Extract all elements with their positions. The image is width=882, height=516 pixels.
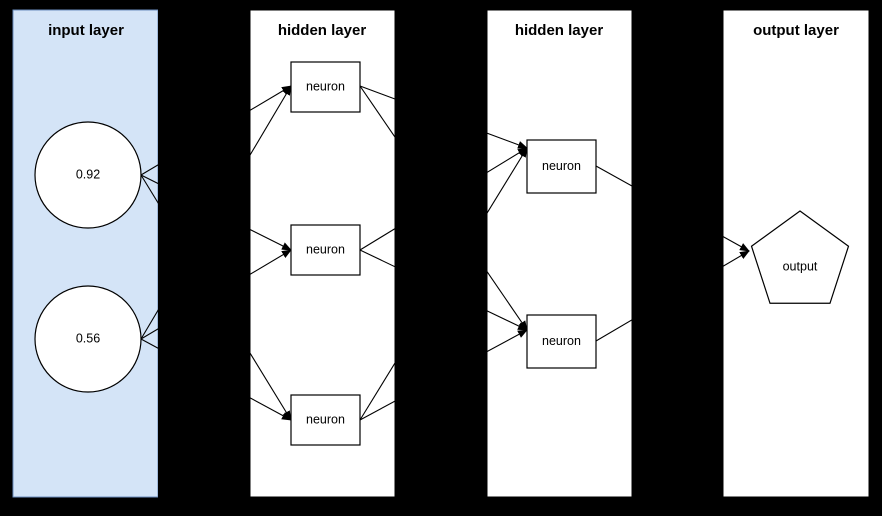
- node-label: neuron: [542, 159, 581, 173]
- node-pentagon[interactable]: [750, 210, 850, 304]
- panel-gap: [632, 0, 723, 516]
- node-rect[interactable]: [526, 139, 597, 194]
- node-label: neuron: [542, 334, 581, 348]
- layer-gaps: [158, 0, 723, 516]
- title-output-layer: output layer: [753, 22, 839, 39]
- node-circle[interactable]: [34, 121, 142, 229]
- layer-nodes: 0.92 0.56 neuron neuron neuron neuron neuron ou…: [34, 61, 850, 446]
- node-label: neuron: [306, 412, 345, 426]
- title-hidden-layer-2: hidden layer: [515, 22, 604, 39]
- node-label: 0.92: [76, 167, 100, 181]
- title-input-layer: input layer: [48, 22, 124, 39]
- layer-titles: input layer hidden layer hidden layer outpu…: [48, 22, 839, 39]
- node-circle[interactable]: [34, 285, 142, 393]
- title-hidden-layer-1: hidden layer: [278, 22, 367, 39]
- node-label: neuron: [306, 79, 345, 93]
- node-rect[interactable]: [290, 394, 361, 446]
- panel-input-layer: [12, 9, 159, 498]
- node-label: output: [783, 259, 818, 273]
- node-label: 0.56: [76, 331, 100, 345]
- node-rect[interactable]: [290, 61, 361, 113]
- panel-gap: [395, 0, 487, 516]
- panel-hidden-layer-2: [486, 9, 633, 498]
- node-rect[interactable]: [526, 314, 597, 369]
- node-rect[interactable]: [290, 224, 361, 276]
- panel-gap: [158, 0, 250, 516]
- node-label: neuron: [306, 242, 345, 256]
